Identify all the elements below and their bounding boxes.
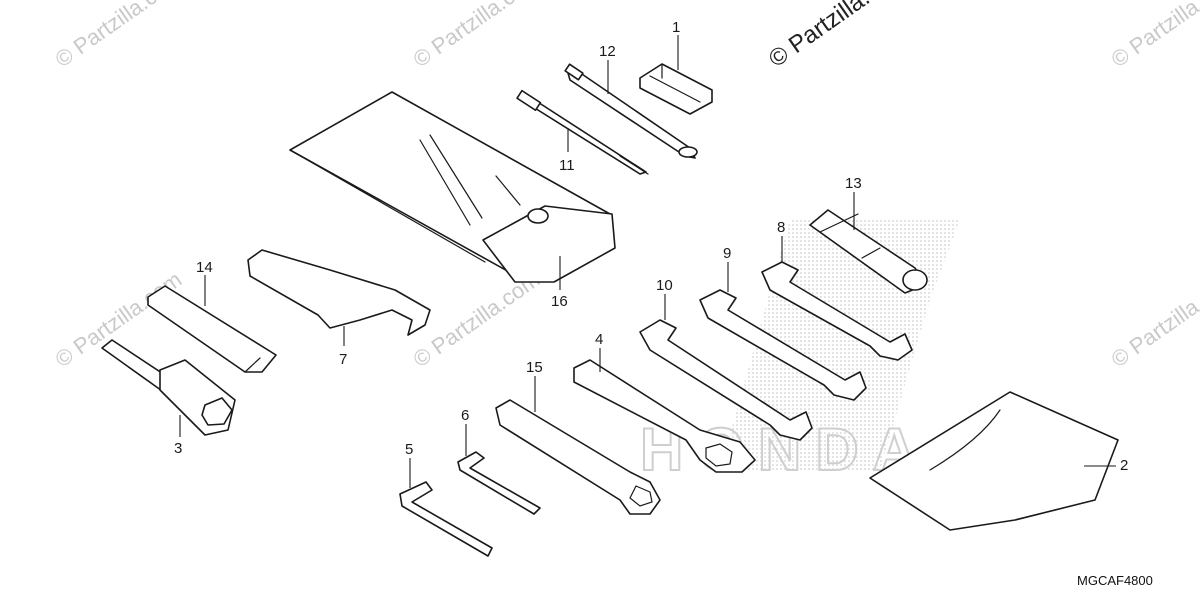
callout-labels: 1 2 3 4 5 6 7 8 9 10 11 12 13 14 15 16: [174, 19, 1128, 474]
part-2-pouch[interactable]: [869, 391, 1119, 531]
watermark-text: © Partzilla.com: [51, 0, 187, 72]
callout-11[interactable]: 11: [559, 157, 575, 174]
part-4-box-wrench[interactable]: [573, 359, 756, 473]
part-8-wrench[interactable]: [761, 261, 913, 361]
callout-14[interactable]: 14: [196, 259, 213, 276]
part-9-wrench[interactable]: [699, 289, 867, 401]
callout-5[interactable]: 5: [405, 441, 413, 458]
callout-4[interactable]: 4: [595, 331, 603, 348]
part-5-hex-key[interactable]: [399, 481, 493, 557]
leader-lines: [179, 35, 1116, 488]
callout-2[interactable]: 2: [1120, 457, 1128, 474]
callout-1[interactable]: 1: [672, 19, 680, 36]
callout-12[interactable]: 12: [599, 43, 616, 60]
part-10-wrench[interactable]: [639, 319, 813, 441]
callout-7[interactable]: 7: [339, 351, 347, 368]
callout-13[interactable]: 13: [845, 175, 862, 192]
part-7-pin-spanner[interactable]: [247, 249, 431, 336]
part-12-screwdriver[interactable]: [564, 63, 698, 159]
diagram-code: MGCAF4800: [1077, 573, 1153, 588]
part-14-strip[interactable]: [147, 285, 277, 373]
callout-8[interactable]: 8: [777, 219, 785, 236]
part-13-handle[interactable]: [809, 209, 928, 294]
callout-6[interactable]: 6: [461, 407, 469, 424]
callout-15[interactable]: 15: [526, 359, 543, 376]
watermark-text: © Partzilla.com: [1107, 0, 1200, 72]
part-16-tool-bag[interactable]: [289, 91, 616, 283]
watermark-group: © Partzilla.com © Partzilla.com © Partzi…: [51, 0, 1200, 372]
copyright-watermark: © Partzilla.com: [764, 0, 912, 73]
callout-9[interactable]: 9: [723, 245, 731, 262]
part-1-fuse-puller[interactable]: [639, 63, 713, 115]
part-6-hex-key[interactable]: [457, 451, 541, 515]
watermark-text: © Partzilla.com: [409, 0, 545, 72]
part-15-wrench[interactable]: [495, 399, 661, 515]
callout-10[interactable]: 10: [656, 277, 673, 294]
callout-16[interactable]: 16: [551, 293, 568, 310]
part-3-plug-wrench[interactable]: [101, 339, 236, 436]
watermark-text: © Partzilla.com: [1107, 267, 1200, 373]
part-11-screwdriver[interactable]: [516, 89, 649, 175]
callout-3[interactable]: 3: [174, 440, 182, 457]
